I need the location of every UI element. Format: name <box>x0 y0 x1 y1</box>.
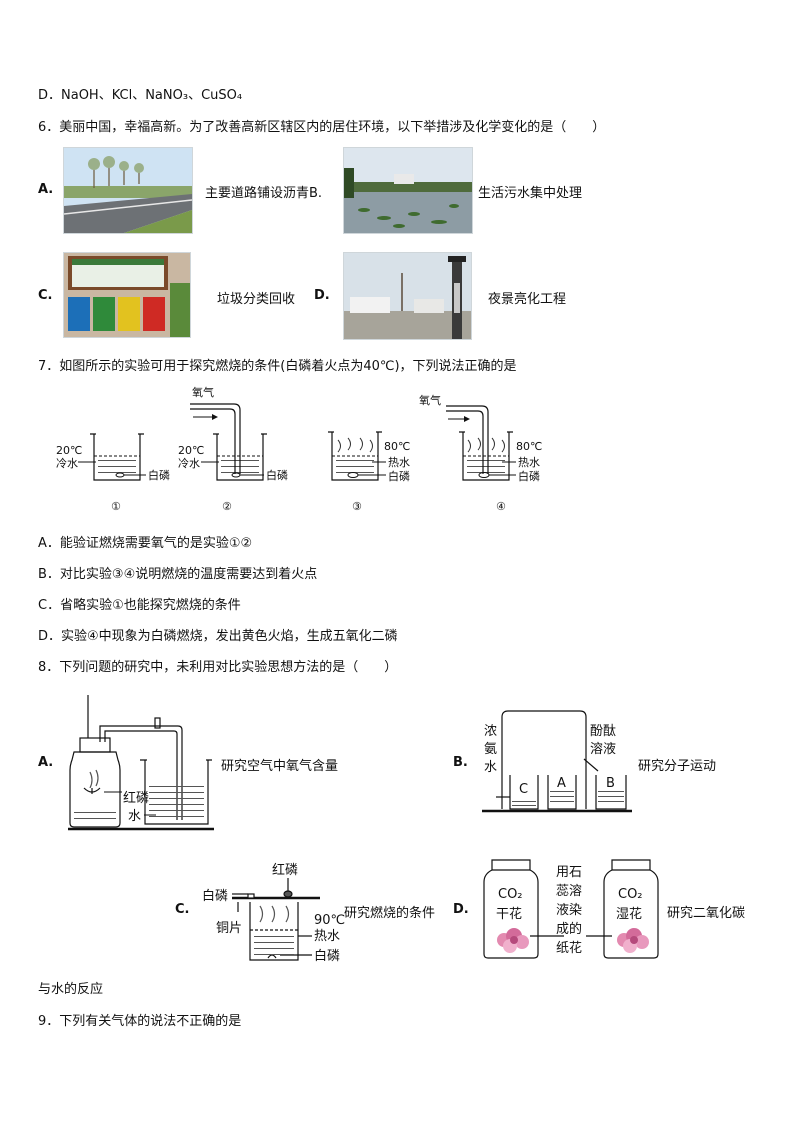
q6-option-d-text: 夜景亮化工程 <box>488 292 567 307</box>
q5-option-d: D．NaOH、KCl、NaNO₃、CuSO₄ <box>38 88 243 103</box>
beaker-4 <box>446 405 516 481</box>
q8a-red-p-label: 红磷 <box>123 790 149 806</box>
q8-option-c-letter: C. <box>175 902 190 917</box>
q8b-beaker-c-label: C <box>519 782 528 797</box>
q6-option-a-text: 主要道路铺设沥青B. <box>205 186 323 201</box>
q8-option-b-letter: B. <box>453 755 468 770</box>
fig-t20-1: 20℃ <box>56 444 82 457</box>
fig-t80-3: 80℃ <box>384 440 410 453</box>
beaker-1 <box>78 433 146 481</box>
q6-option-c-letter: C. <box>38 288 53 303</box>
fig-hot-water-4: 热水 <box>518 456 540 469</box>
fig-t20-2: 20℃ <box>178 444 204 457</box>
fig-cold-water-2: 冷水 <box>178 457 200 470</box>
q8d-co2-right: CO₂ <box>618 887 643 902</box>
beaker-2 <box>190 403 267 481</box>
q8d-dry-flower: 干花 <box>496 906 522 922</box>
q8d-wet-flower: 湿花 <box>616 906 642 922</box>
q7-option-a: A．能验证燃烧需要氧气的是实验①② <box>38 536 253 551</box>
q8b-phenol-label-1: 酚酞 <box>590 724 616 739</box>
q8d-co2-left: CO₂ <box>498 887 523 902</box>
q8-option-d-continued: 与水的反应 <box>38 982 104 997</box>
night-lighting-photo <box>343 252 472 340</box>
q8-option-b-text: 研究分子运动 <box>638 759 717 774</box>
fig-cold-water-1: 冷水 <box>56 457 78 470</box>
fig-n2: ② <box>222 500 232 513</box>
q8b-ammonia-label-2: 氨 <box>484 742 497 757</box>
q8-option-c-text: 研究燃烧的条件 <box>344 906 436 921</box>
q8d-mid-label-5: 纸花 <box>556 940 582 956</box>
q8a-oxygen-apparatus: 红磷 水 <box>68 695 214 831</box>
q6-stem: 6．美丽中国，幸福高新。为了改善高新区辖区内的居住环境，以下举措涉及化学变化的是… <box>38 120 606 135</box>
q9-stem: 9．下列有关气体的说法不正确的是 <box>38 1014 242 1029</box>
q8c-combustion-apparatus: 红磷 白磷 铜片 90℃ 热水 白磷 <box>202 862 345 964</box>
q8-stem: 8．下列问题的研究中，未利用对比实验思想方法的是（ ） <box>38 660 398 675</box>
fig-n4: ④ <box>496 500 506 513</box>
fig-oxygen-4: 氧气 <box>419 393 441 407</box>
fig-white-p-4: 白磷 <box>518 469 540 483</box>
q8b-phenol-label-2: 溶液 <box>590 742 616 757</box>
q6-option-c-text: 垃圾分类回收 <box>217 292 296 307</box>
q8c-hot-water-label: 热水 <box>314 929 340 944</box>
sewage-photo <box>343 147 473 234</box>
fig-white-p-2: 白磷 <box>266 468 288 482</box>
q8b-beaker-b-label: B <box>606 776 615 791</box>
fig-n3: ③ <box>352 500 362 513</box>
q8c-red-p-label: 红磷 <box>272 862 298 878</box>
q8b-molecular-motion-apparatus: 浓 氨 水 酚酞 溶液 C A B <box>482 710 632 813</box>
dry-paper-flower <box>497 928 529 953</box>
q8d-mid-label-3: 液染 <box>556 903 582 918</box>
fig-t80-4: 80℃ <box>516 440 542 453</box>
q8-option-a-text: 研究空气中氧气含量 <box>221 759 339 774</box>
road-photo <box>63 147 193 234</box>
q8d-co2-apparatus: CO₂ 干花 CO₂ 湿花 用石 蕊溶 液染 成的 纸花 <box>483 859 659 959</box>
q8a-water-label: 水 <box>128 809 141 824</box>
fig-hot-water-3: 热水 <box>388 456 410 469</box>
q7-option-b: B．对比实验③④说明燃烧的温度需要达到着火点 <box>38 567 318 582</box>
q6-option-d-letter: D. <box>314 288 330 303</box>
q8c-white-p2-label: 白磷 <box>314 948 340 964</box>
q8d-mid-label-4: 成的 <box>556 921 582 937</box>
q8b-ammonia-label-3: 水 <box>484 760 497 775</box>
q8-option-d-letter: D. <box>453 902 469 917</box>
q8b-beaker-a-label: A <box>557 776 566 791</box>
q6-option-a-letter: A. <box>38 182 54 197</box>
fig-n1: ① <box>111 500 121 513</box>
q7-combustion-figure: 20℃ 冷水 白磷 ① 氧气 20℃ 冷水 白磷 ② <box>56 385 542 513</box>
q8c-copper-label: 铜片 <box>216 921 242 936</box>
q7-option-d: D．实验④中现象为白磷燃烧，发出黄色火焰，生成五氧化二磷 <box>38 629 398 644</box>
fig-white-p-3: 白磷 <box>388 469 410 483</box>
q8-option-d-text: 研究二氧化碳 <box>667 906 746 921</box>
fig-oxygen-2: 氧气 <box>192 385 214 399</box>
q8c-white-p-label: 白磷 <box>202 888 228 904</box>
q8b-ammonia-label-1: 浓 <box>484 724 497 739</box>
q8-option-a-letter: A. <box>38 755 54 770</box>
q7-stem: 7．如图所示的实验可用于探究燃烧的条件(白磷着火点为40℃)，下列说法正确的是 <box>38 359 517 374</box>
q8c-t90-label: 90℃ <box>314 913 345 928</box>
q8d-mid-label-1: 用石 <box>556 865 582 880</box>
q6-option-b-text: 生活污水集中处理 <box>478 186 583 201</box>
wet-paper-flower <box>617 928 649 953</box>
fig-white-p-1: 白磷 <box>148 468 170 482</box>
q8d-mid-label-2: 蕊溶 <box>556 884 582 899</box>
q7-option-c: C．省略实验①也能探究燃烧的条件 <box>38 598 241 613</box>
beaker-3 <box>328 431 386 481</box>
recycling-bins-photo <box>63 252 191 338</box>
